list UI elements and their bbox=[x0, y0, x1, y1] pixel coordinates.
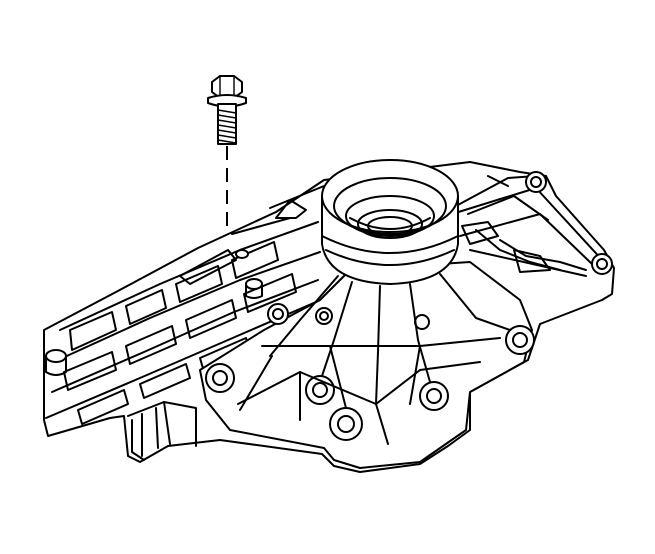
transmission-case-cover-icon bbox=[43, 161, 615, 473]
bearing-bore-icon bbox=[321, 159, 459, 285]
hex-flange-bolt-icon bbox=[207, 75, 247, 238]
bolt-bosses bbox=[205, 303, 535, 441]
